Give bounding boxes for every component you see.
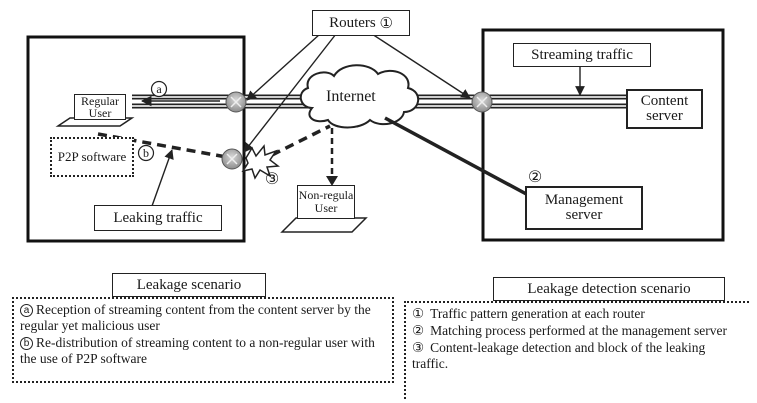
- marker-3: ③: [265, 169, 279, 188]
- management-server-box: Management server: [525, 186, 643, 230]
- routers-label: Routers ①: [312, 10, 410, 36]
- detection-item-2-text: Matching process performed at the manage…: [430, 323, 727, 338]
- provider-domain-frame: [481, 28, 725, 242]
- marker-b: b: [143, 146, 149, 160]
- marker-b-circle: [137, 144, 155, 162]
- marker-2: ②: [528, 167, 542, 186]
- detection-item-3-text: Content-leakage detection and block of t…: [412, 340, 706, 371]
- marker-a-circle: [150, 80, 168, 98]
- non-regular-user-box: Non-regula User: [297, 185, 355, 219]
- detection-item-1-marker: ①: [412, 306, 425, 322]
- streaming-traffic-label: Streaming traffic: [513, 43, 651, 67]
- detection-scenario-title: Leakage detection scenario: [493, 277, 725, 301]
- router-right-icon: [471, 91, 493, 113]
- detection-item-2-marker: ②: [412, 323, 425, 339]
- marker-a: a: [156, 82, 162, 96]
- internet-label: Internet: [326, 88, 376, 105]
- regular-user-laptop-base: [55, 117, 135, 127]
- detection-item-1: ① Traffic pattern generation at each rout…: [412, 306, 743, 322]
- router-pointer-arrows: [243, 33, 471, 153]
- detection-item-1-text: Traffic pattern generation at each route…: [430, 306, 645, 321]
- detection-item-3-marker: ③: [412, 340, 425, 356]
- leaking-traffic-label: Leaking traffic: [94, 205, 222, 231]
- routers-marker: ①: [379, 13, 393, 32]
- router-leak-icon: [221, 148, 243, 170]
- non-regular-user-laptop-base: [280, 217, 368, 233]
- leaking-arrow-head: [326, 176, 338, 186]
- leaking-traffic-pointer: [151, 149, 174, 207]
- leakage-item-a-marker: a: [20, 304, 33, 317]
- leakage-item-a-text: Reception of streaming content from the …: [20, 302, 371, 333]
- p2p-software-box: P2P software: [50, 137, 134, 177]
- internet-cloud: [299, 64, 419, 129]
- content-server-box: Content server: [626, 89, 703, 129]
- leakage-item-b-marker: b: [20, 337, 33, 350]
- user-domain-frame: [26, 35, 246, 243]
- detection-scenario-panel: ① Traffic pattern generation at each rout…: [404, 301, 749, 399]
- regular-user-box: Regular User: [74, 94, 126, 120]
- router-left-icon: [225, 91, 247, 113]
- leakage-scenario-title: Leakage scenario: [112, 273, 266, 297]
- leakage-item-b-text: Re-distribution of streaming content to …: [20, 335, 375, 366]
- detection-item-2: ② Matching process performed at the manag…: [412, 323, 743, 339]
- block-burst-icon: [241, 144, 281, 180]
- management-link: [384, 116, 531, 198]
